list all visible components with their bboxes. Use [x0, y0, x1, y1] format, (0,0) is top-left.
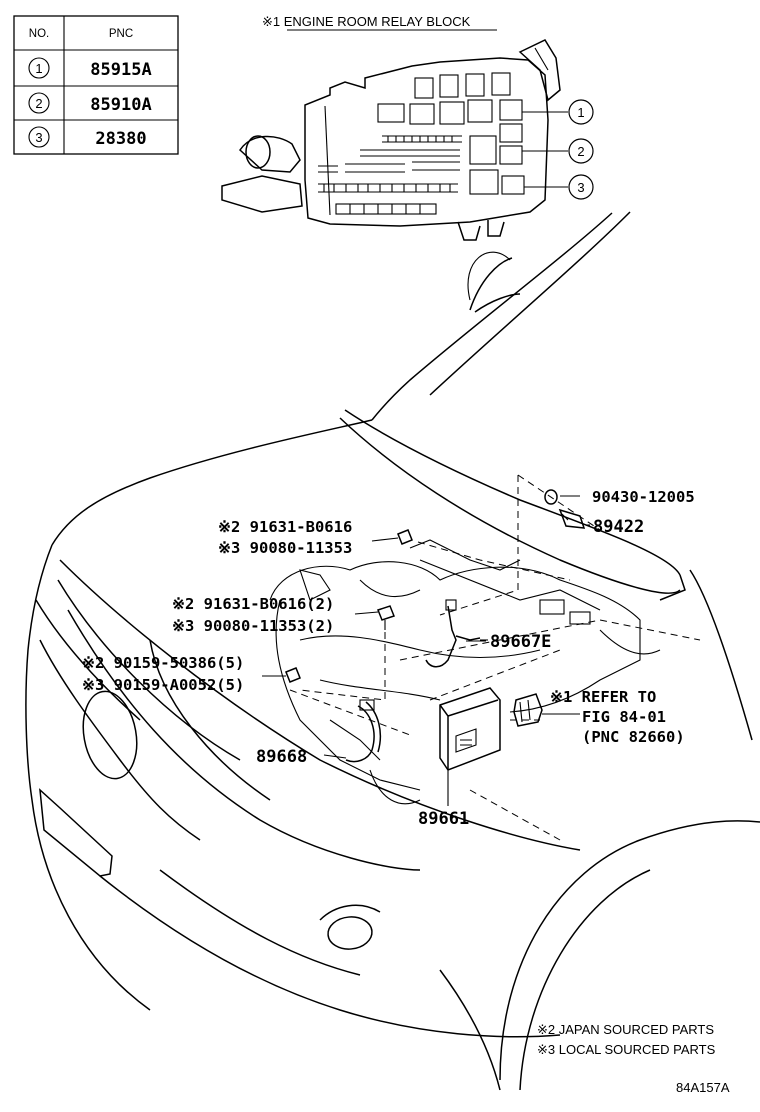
table-row-no: 1	[35, 61, 42, 76]
relay-block-drawing: ※1 ENGINE ROOM RELAY BLOCK	[221, 14, 594, 241]
table-row-no: 2	[35, 96, 42, 111]
part-labels: 90430-12005 89422 ※2 91631-B0616 ※3 9008…	[82, 488, 695, 829]
part-number-89668: 89668	[256, 747, 307, 767]
refer-note-line-3: (PNC 82660)	[582, 728, 685, 746]
pnc-table: NO. PNC 1 85915A 2 85910A 3 28380	[13, 15, 179, 155]
table-row-pnc: 85915A	[90, 60, 151, 80]
refer-note-line-1: ※1 REFER TO	[550, 688, 656, 706]
part-number-89667e: 89667E	[490, 632, 551, 652]
refer-note-line-2: FIG 84-01	[582, 708, 666, 726]
legend: ※2 JAPAN SOURCED PARTS ※3 LOCAL SOURCED …	[537, 1022, 730, 1095]
part-number-90430-12005: 90430-12005	[592, 488, 695, 506]
small-parts	[262, 489, 590, 796]
part-number-90080-11353: ※3 90080-11353	[218, 539, 352, 557]
part-number-90159-50386: ※2 90159-50386(5)	[82, 654, 244, 672]
callout-3: 3	[577, 180, 584, 195]
part-number-90159-a0052: ※3 90159-A0052(5)	[82, 676, 244, 694]
assembly-guide-lines	[289, 474, 701, 841]
legend-japan-sourced: ※2 JAPAN SOURCED PARTS	[537, 1022, 714, 1037]
vehicle-outline	[25, 211, 760, 1091]
part-number-91631-b0616-qty2: ※2 91631-B0616(2)	[172, 595, 334, 613]
part-number-91631-b0616: ※2 91631-B0616	[218, 518, 352, 536]
table-header-pnc: PNC	[109, 28, 133, 40]
callout-2: 2	[577, 144, 584, 159]
figure-code: 84A157A	[676, 1080, 730, 1095]
part-number-90080-11353-qty2: ※3 90080-11353(2)	[172, 617, 334, 635]
relay-block-title: ※1 ENGINE ROOM RELAY BLOCK	[262, 14, 471, 29]
table-row-no: 3	[35, 130, 42, 145]
part-number-89661: 89661	[418, 809, 469, 829]
part-number-89422: 89422	[593, 517, 644, 537]
table-row-pnc: 85910A	[90, 95, 151, 115]
callout-1: 1	[577, 105, 584, 120]
table-header-no: NO.	[29, 28, 49, 40]
legend-local-sourced: ※3 LOCAL SOURCED PARTS	[537, 1042, 716, 1057]
table-row-pnc: 28380	[95, 129, 146, 149]
